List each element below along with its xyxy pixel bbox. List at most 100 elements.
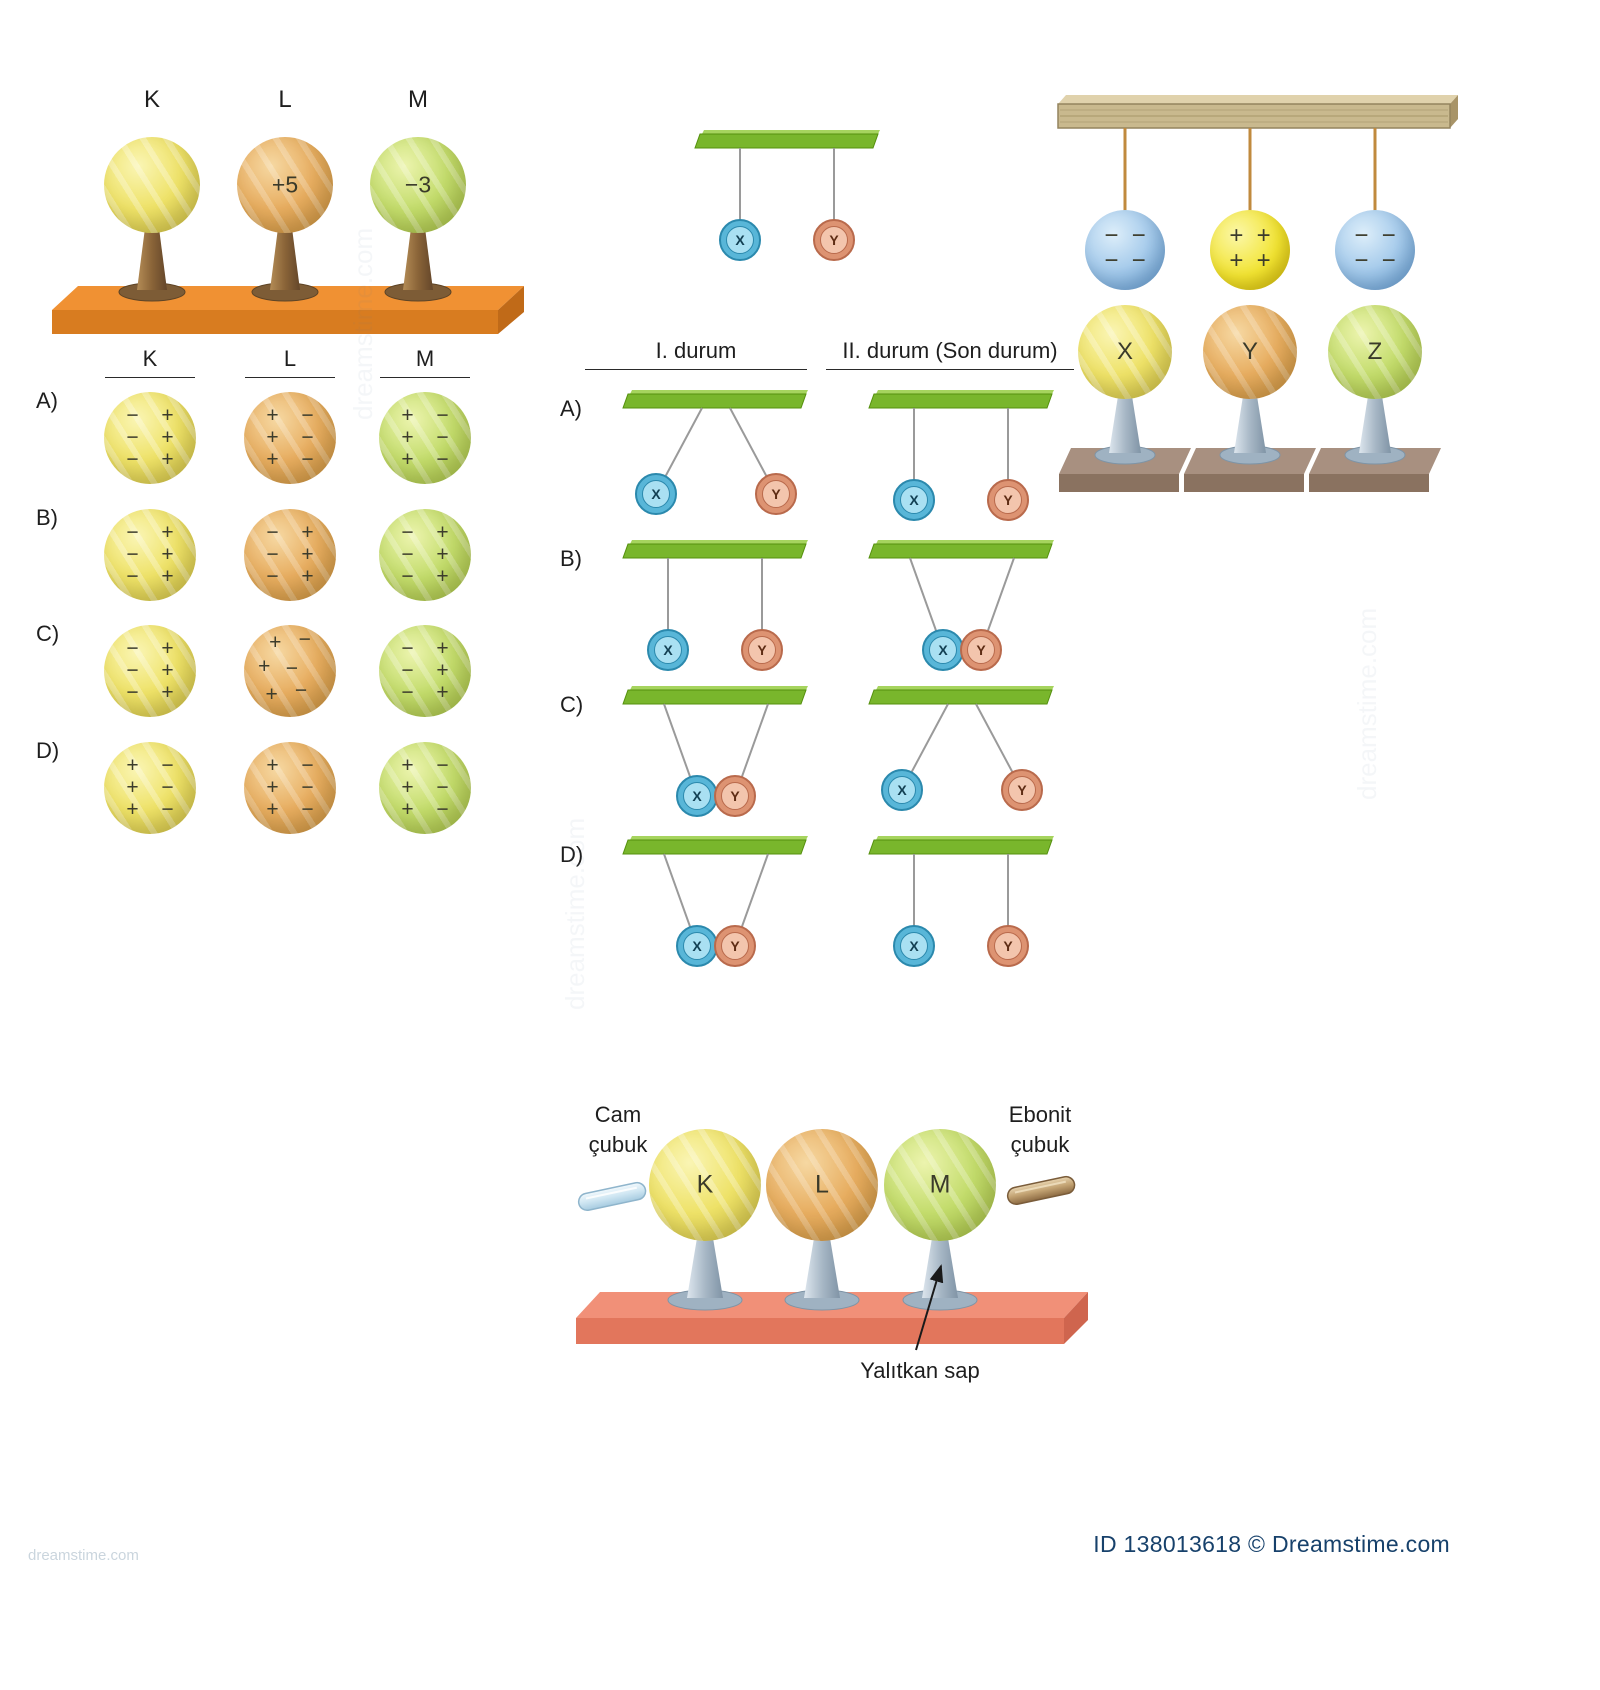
- pendulum-ball-inner: [642, 480, 670, 508]
- stock-credit: ID 138013618 © Dreamstime.com: [1093, 1531, 1450, 1557]
- insulator-label: Yalıtkan sap: [860, 1358, 980, 1383]
- pendulum-ball-label: Y: [1003, 938, 1013, 954]
- charge-sign: −: [294, 679, 308, 703]
- charge-sign: −: [401, 636, 414, 660]
- answer-sphere: −+−+−+: [379, 625, 471, 717]
- answer-sphere: −+−+−+: [104, 392, 196, 484]
- pendulum-ball-inner: [929, 636, 957, 664]
- answer-sphere: −+−+−+: [244, 509, 336, 601]
- hanging-charged-ball: −−−−: [1335, 210, 1415, 290]
- charge-sign: +: [161, 426, 174, 449]
- answer-sphere: −+−+−+: [104, 509, 196, 601]
- charge-sign: +: [161, 520, 174, 544]
- bar-front-face: [622, 689, 807, 705]
- charge-sign: −: [266, 543, 279, 566]
- charge-sign: +: [401, 776, 414, 799]
- stand-brown-k: [118, 228, 186, 302]
- pendulum-ball-label: Y: [771, 486, 781, 502]
- pendulum-ball-inner: [994, 932, 1022, 960]
- charge-sign: −: [126, 543, 139, 566]
- charge-sign: +: [161, 636, 174, 660]
- charge-sign: +: [266, 403, 279, 427]
- charge-sign: +: [301, 543, 314, 566]
- pendulum-col-header: II. durum (Son durum): [826, 338, 1074, 370]
- charge-sign: +: [161, 681, 174, 705]
- pendulum-ball-label: X: [692, 788, 702, 804]
- pendulum-ball-inner: [721, 782, 749, 810]
- hanging-stand-sphere: Y: [1203, 305, 1297, 399]
- charge-sign: −: [301, 426, 314, 449]
- pendulum-col-header: I. durum: [585, 338, 807, 370]
- charge-sign: +: [126, 753, 139, 777]
- bar-top-face: [630, 686, 808, 690]
- charge-sign: −: [126, 636, 139, 660]
- bar-top-face: [630, 836, 808, 840]
- sphere-letter: K: [696, 1170, 714, 1199]
- charge-sign: +: [161, 659, 174, 682]
- stand-sphere: [104, 137, 200, 233]
- pendulum-ball-inner: [762, 480, 790, 508]
- stand-gray-z: [1344, 396, 1406, 465]
- hanging-strings: [1123, 128, 1377, 212]
- sphere-letter: Y: [1241, 338, 1259, 365]
- sphere-letter: L: [815, 1170, 829, 1199]
- answer-sphere: +−+−+−: [244, 625, 336, 717]
- pendulum-ball-inner: [820, 226, 848, 254]
- stand-gray-x: [1094, 396, 1156, 465]
- bar-front-face: [694, 133, 879, 149]
- answer-row-label: B): [36, 505, 58, 530]
- charge-sign: −: [266, 520, 279, 544]
- charge-sign: +: [126, 776, 139, 799]
- pendulum-ball-label: Y: [829, 232, 839, 248]
- pendulum-ball-label: X: [897, 782, 907, 798]
- charge-sign: +: [266, 753, 279, 777]
- ceiling-bar: [1057, 95, 1458, 129]
- charge-sign: −: [401, 681, 414, 705]
- charge-sign: +: [1229, 222, 1244, 250]
- pendulum-ball-label: Y: [976, 642, 986, 658]
- charge-sign: −: [436, 448, 449, 472]
- glass-rod-label: Cam çubuk: [553, 1100, 683, 1160]
- pendulum-ball-label: Y: [730, 938, 740, 954]
- charge-sign: +: [266, 798, 279, 822]
- charge-sign: +: [301, 565, 314, 589]
- bar-top-face: [702, 130, 880, 134]
- pendulum-ball-label: X: [692, 938, 702, 954]
- pendulum-row-label: A): [560, 396, 582, 421]
- charge-sign: −: [126, 448, 139, 472]
- bar-front-face: [622, 839, 807, 855]
- charge-sign: −: [436, 753, 449, 777]
- bar-top-face: [876, 686, 1054, 690]
- charge-sign: −: [1131, 222, 1146, 250]
- charge-sign: −: [1131, 247, 1146, 275]
- sphere-letter: M: [929, 1170, 951, 1199]
- charge-sign: −: [1104, 222, 1119, 250]
- answer-col-header: K: [105, 346, 195, 378]
- charge-sign: +: [436, 543, 449, 566]
- charge-sign: +: [161, 565, 174, 589]
- charge-sign: −: [298, 627, 311, 651]
- sphere-charge-value: −3: [404, 171, 432, 198]
- charge-sign: +: [401, 448, 414, 472]
- bar-top-face: [876, 836, 1054, 840]
- charge-sign: +: [1256, 222, 1271, 250]
- sphere-letter: X: [1116, 338, 1134, 365]
- pendulum-ball-inner: [967, 636, 995, 664]
- bar-front-face: [868, 839, 1053, 855]
- charge-sign: −: [301, 753, 314, 777]
- pendulum-ball-label: X: [651, 486, 661, 502]
- answer-row-label: D): [36, 738, 60, 763]
- stand-brown-m: [384, 228, 452, 302]
- watermark-faint-1: dreamstime.com: [348, 227, 378, 420]
- charge-sign: −: [161, 798, 174, 822]
- charge-sign: +: [436, 565, 449, 589]
- bar-top-face: [876, 390, 1054, 394]
- answer-sphere: +−+−+−: [244, 392, 336, 484]
- sphere-charge-value: +5: [271, 171, 299, 198]
- watermark-faint-3: dreamstime.com: [1352, 607, 1382, 800]
- bottom-sphere: M: [884, 1129, 996, 1241]
